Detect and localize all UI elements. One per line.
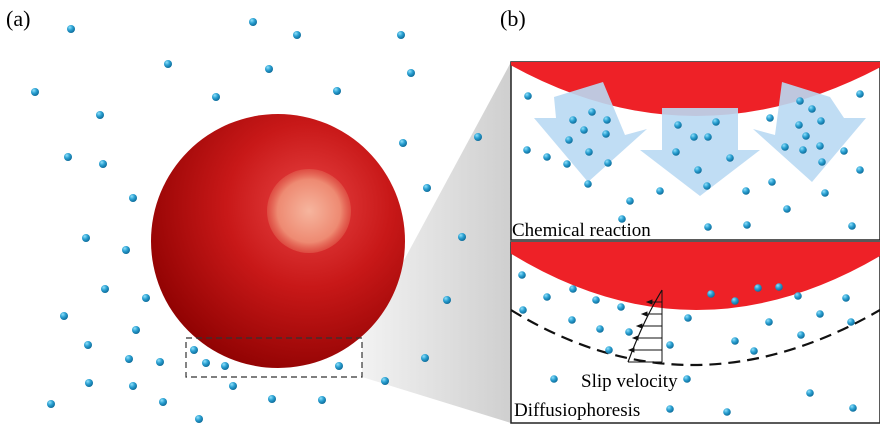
surface-bottom <box>511 242 880 310</box>
flux-arrow-center <box>640 108 760 196</box>
boundary-layer <box>511 309 880 366</box>
slip-velocity-label: Slip velocity <box>581 371 678 392</box>
solute-particles-top <box>523 90 864 231</box>
zoom-wedge <box>362 62 511 423</box>
solute-particles-a <box>31 18 482 423</box>
slip-arrows <box>627 299 662 353</box>
flux-arrow-right <box>753 82 866 182</box>
zoom-region-box <box>185 337 363 378</box>
chemical-reaction-label: Chemical reaction <box>512 220 651 241</box>
panel-a-label: (a) <box>6 6 31 31</box>
chemical-reaction-scene <box>511 62 880 196</box>
sphere-highlight <box>267 169 351 253</box>
solute-particles-bottom <box>518 271 857 416</box>
panel-b-label: (b) <box>500 6 526 31</box>
flux-arrow-left <box>534 82 647 182</box>
diffusiophoresis-label: Diffusiophoresis <box>514 400 641 421</box>
diffusiophoresis-scene <box>511 242 880 366</box>
red-sphere <box>151 114 405 368</box>
slip-profile-curve <box>627 289 663 363</box>
